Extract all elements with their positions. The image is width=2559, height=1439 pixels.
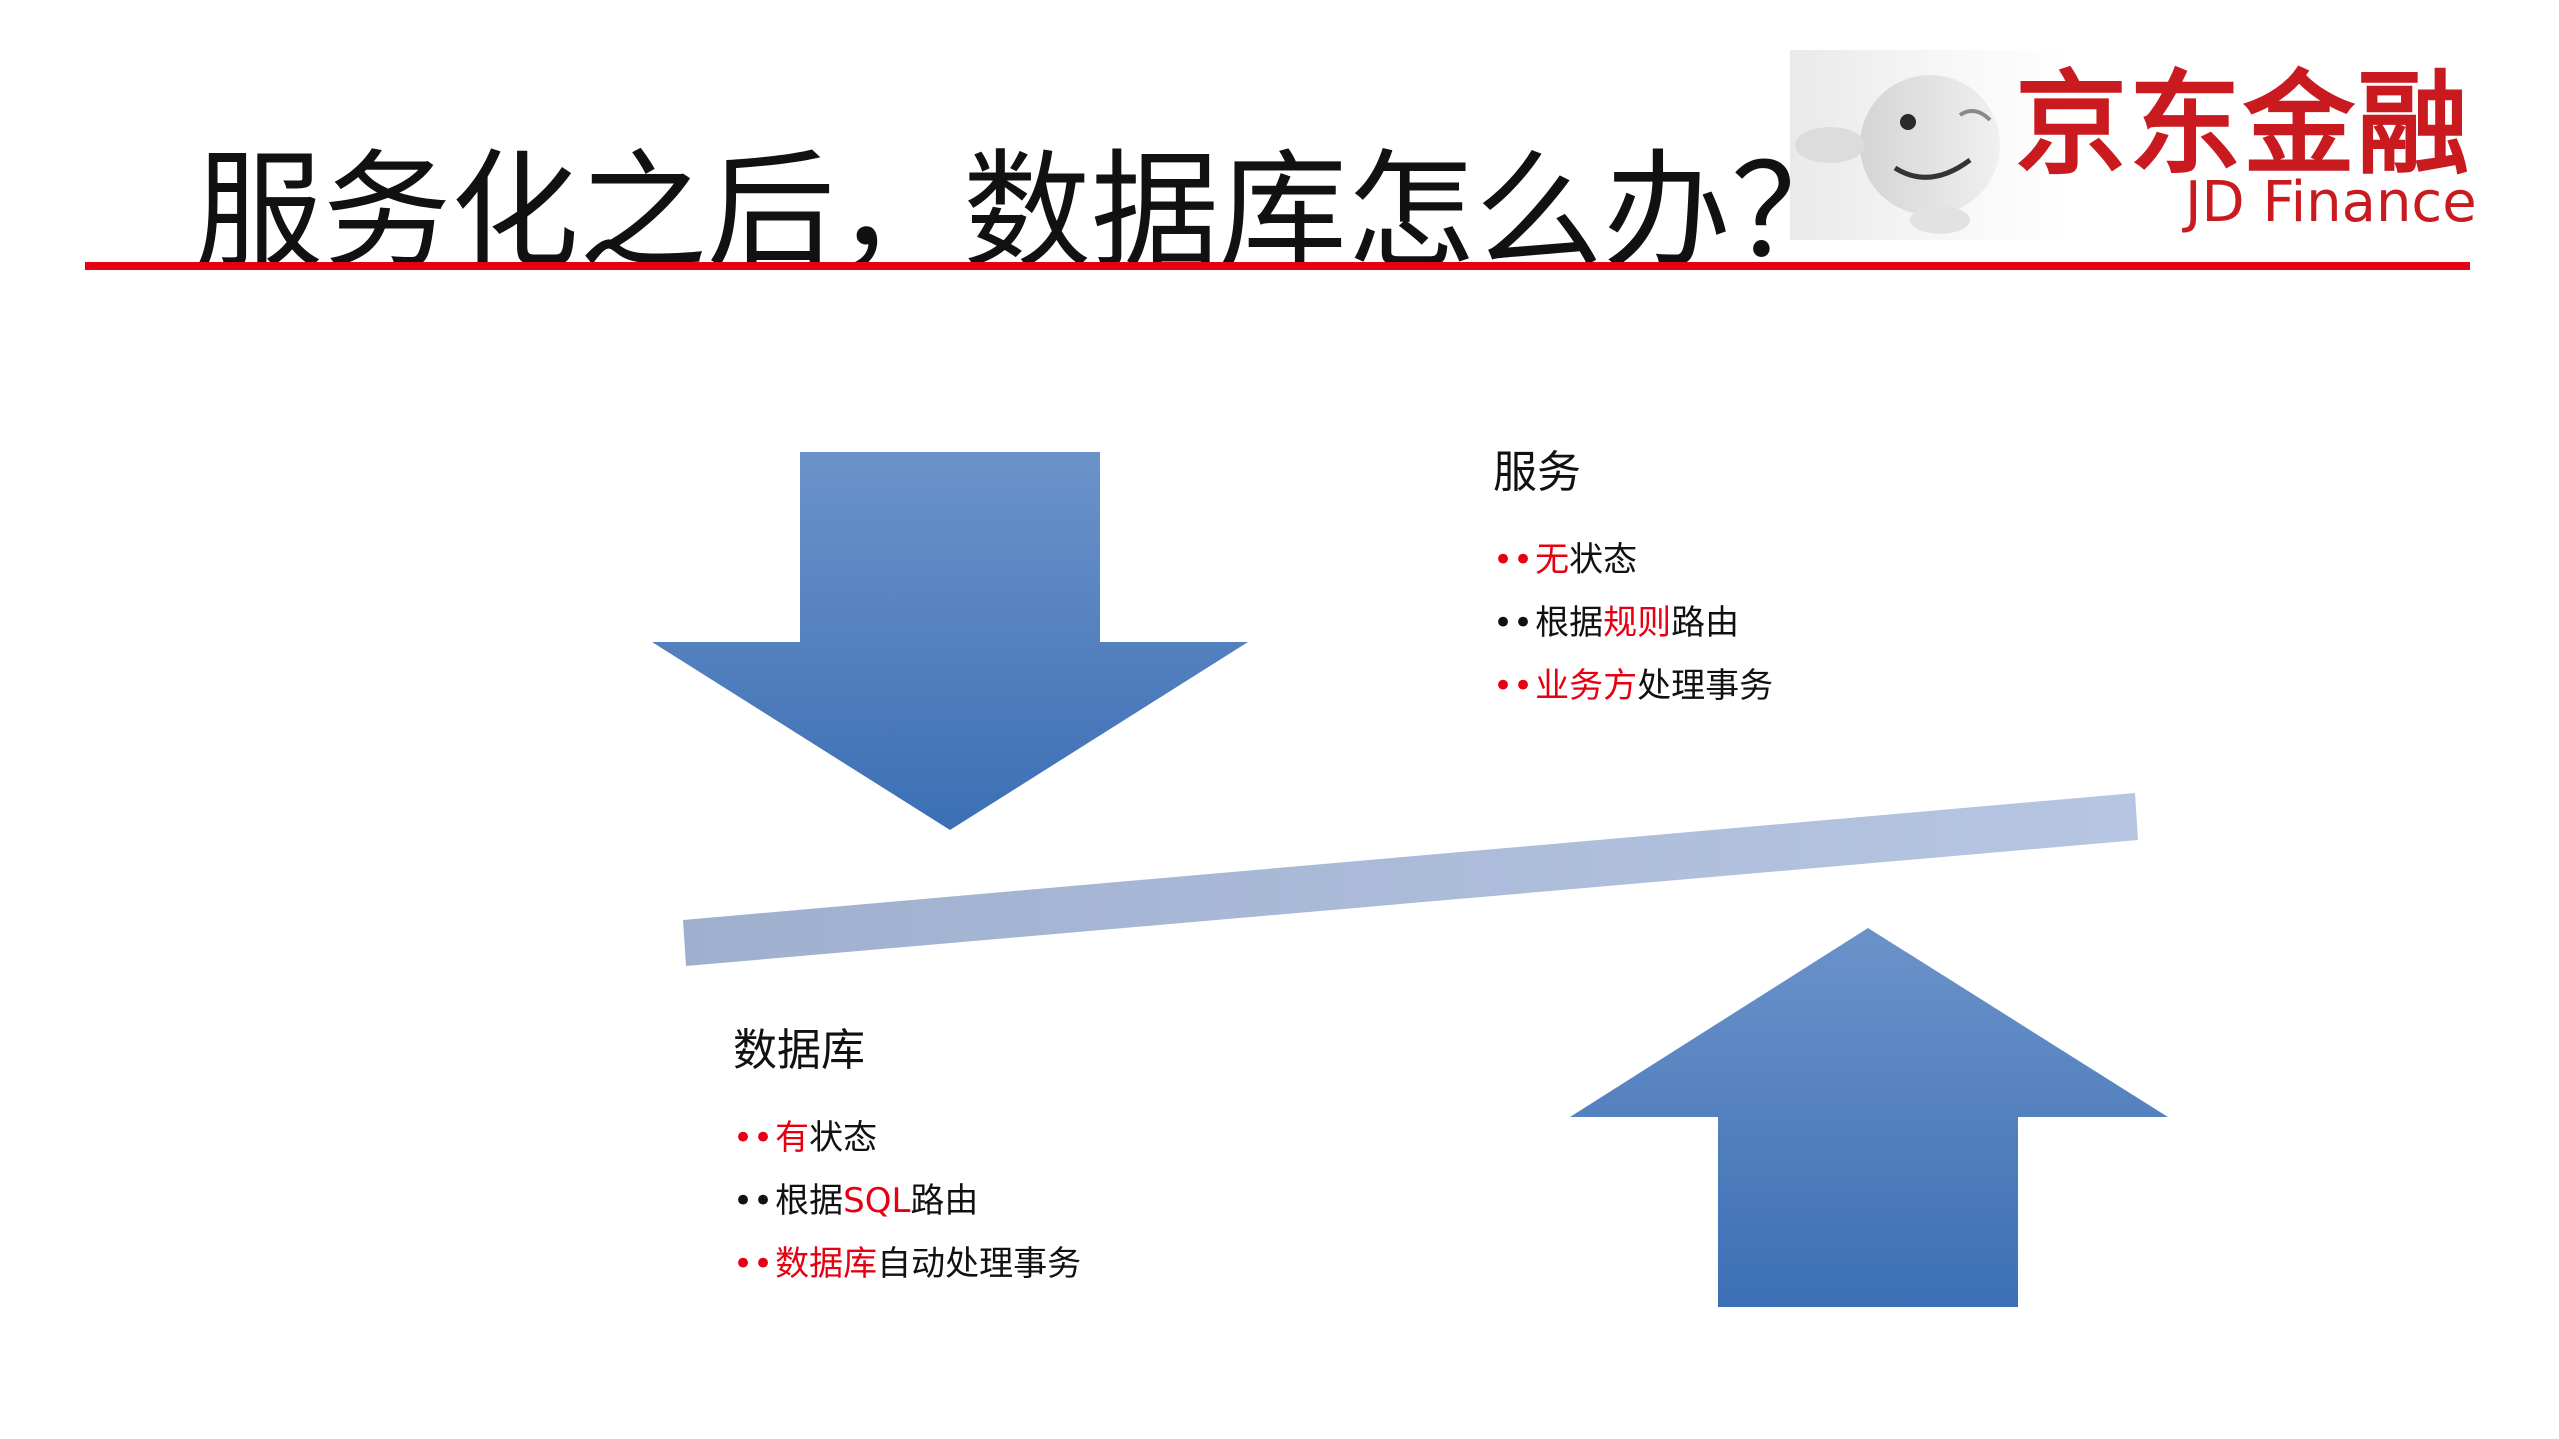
database-bullet-1: ••根据SQL路由 xyxy=(733,1179,1081,1242)
bullet-post: 状态 xyxy=(809,1118,878,1158)
bullet-post: 状态 xyxy=(1569,540,1638,580)
service-bullet-list: ••无状态 ••根据规则路由 ••业务方处理事务 xyxy=(1493,538,1773,727)
bullet-post: 自动处理事务 xyxy=(877,1244,1082,1284)
title-underline xyxy=(85,262,2470,270)
balance-beam xyxy=(683,793,2138,966)
logo-text-cn: 京东金融 xyxy=(2015,60,2471,190)
service-bullet-2: ••业务方处理事务 xyxy=(1493,664,1773,727)
bullet-marker: •• xyxy=(1493,666,1534,706)
bullet-marker: •• xyxy=(733,1181,774,1221)
bullet-post: 路由 xyxy=(1671,603,1740,643)
service-title: 服务 xyxy=(1493,447,1581,498)
bullet-highlight: SQL xyxy=(843,1181,911,1221)
mascot-icon xyxy=(1795,75,2000,234)
bullet-marker: •• xyxy=(733,1244,774,1284)
bullet-post: 路由 xyxy=(910,1181,979,1221)
database-title: 数据库 xyxy=(733,1025,865,1076)
service-bullet-0: ••无状态 xyxy=(1493,538,1773,601)
jd-finance-logo: 京东金融 JD Finance xyxy=(1790,50,2495,240)
database-bullet-list: ••有状态 ••根据SQL路由 ••数据库自动处理事务 xyxy=(733,1116,1081,1305)
up-arrow xyxy=(1570,928,2168,1307)
bullet-pre: 根据 xyxy=(1535,603,1604,643)
bullet-marker: •• xyxy=(1493,540,1534,580)
bullet-marker: •• xyxy=(733,1118,774,1158)
database-bullet-2: ••数据库自动处理事务 xyxy=(733,1242,1081,1305)
database-bullet-0: ••有状态 xyxy=(733,1116,1081,1179)
service-bullet-1: ••根据规则路由 xyxy=(1493,601,1773,664)
down-arrow xyxy=(652,452,1248,830)
bullet-highlight: 业务方 xyxy=(1535,666,1638,706)
bullet-highlight: 规则 xyxy=(1603,603,1672,643)
bullet-highlight: 有 xyxy=(775,1118,810,1158)
bullet-highlight: 无 xyxy=(1535,540,1570,580)
bullet-post: 处理事务 xyxy=(1637,666,1774,706)
bullet-pre: 根据 xyxy=(775,1181,844,1221)
bullet-highlight: 数据库 xyxy=(775,1244,878,1284)
logo-text-en: JD Finance xyxy=(2185,170,2477,235)
bullet-marker: •• xyxy=(1493,603,1534,643)
